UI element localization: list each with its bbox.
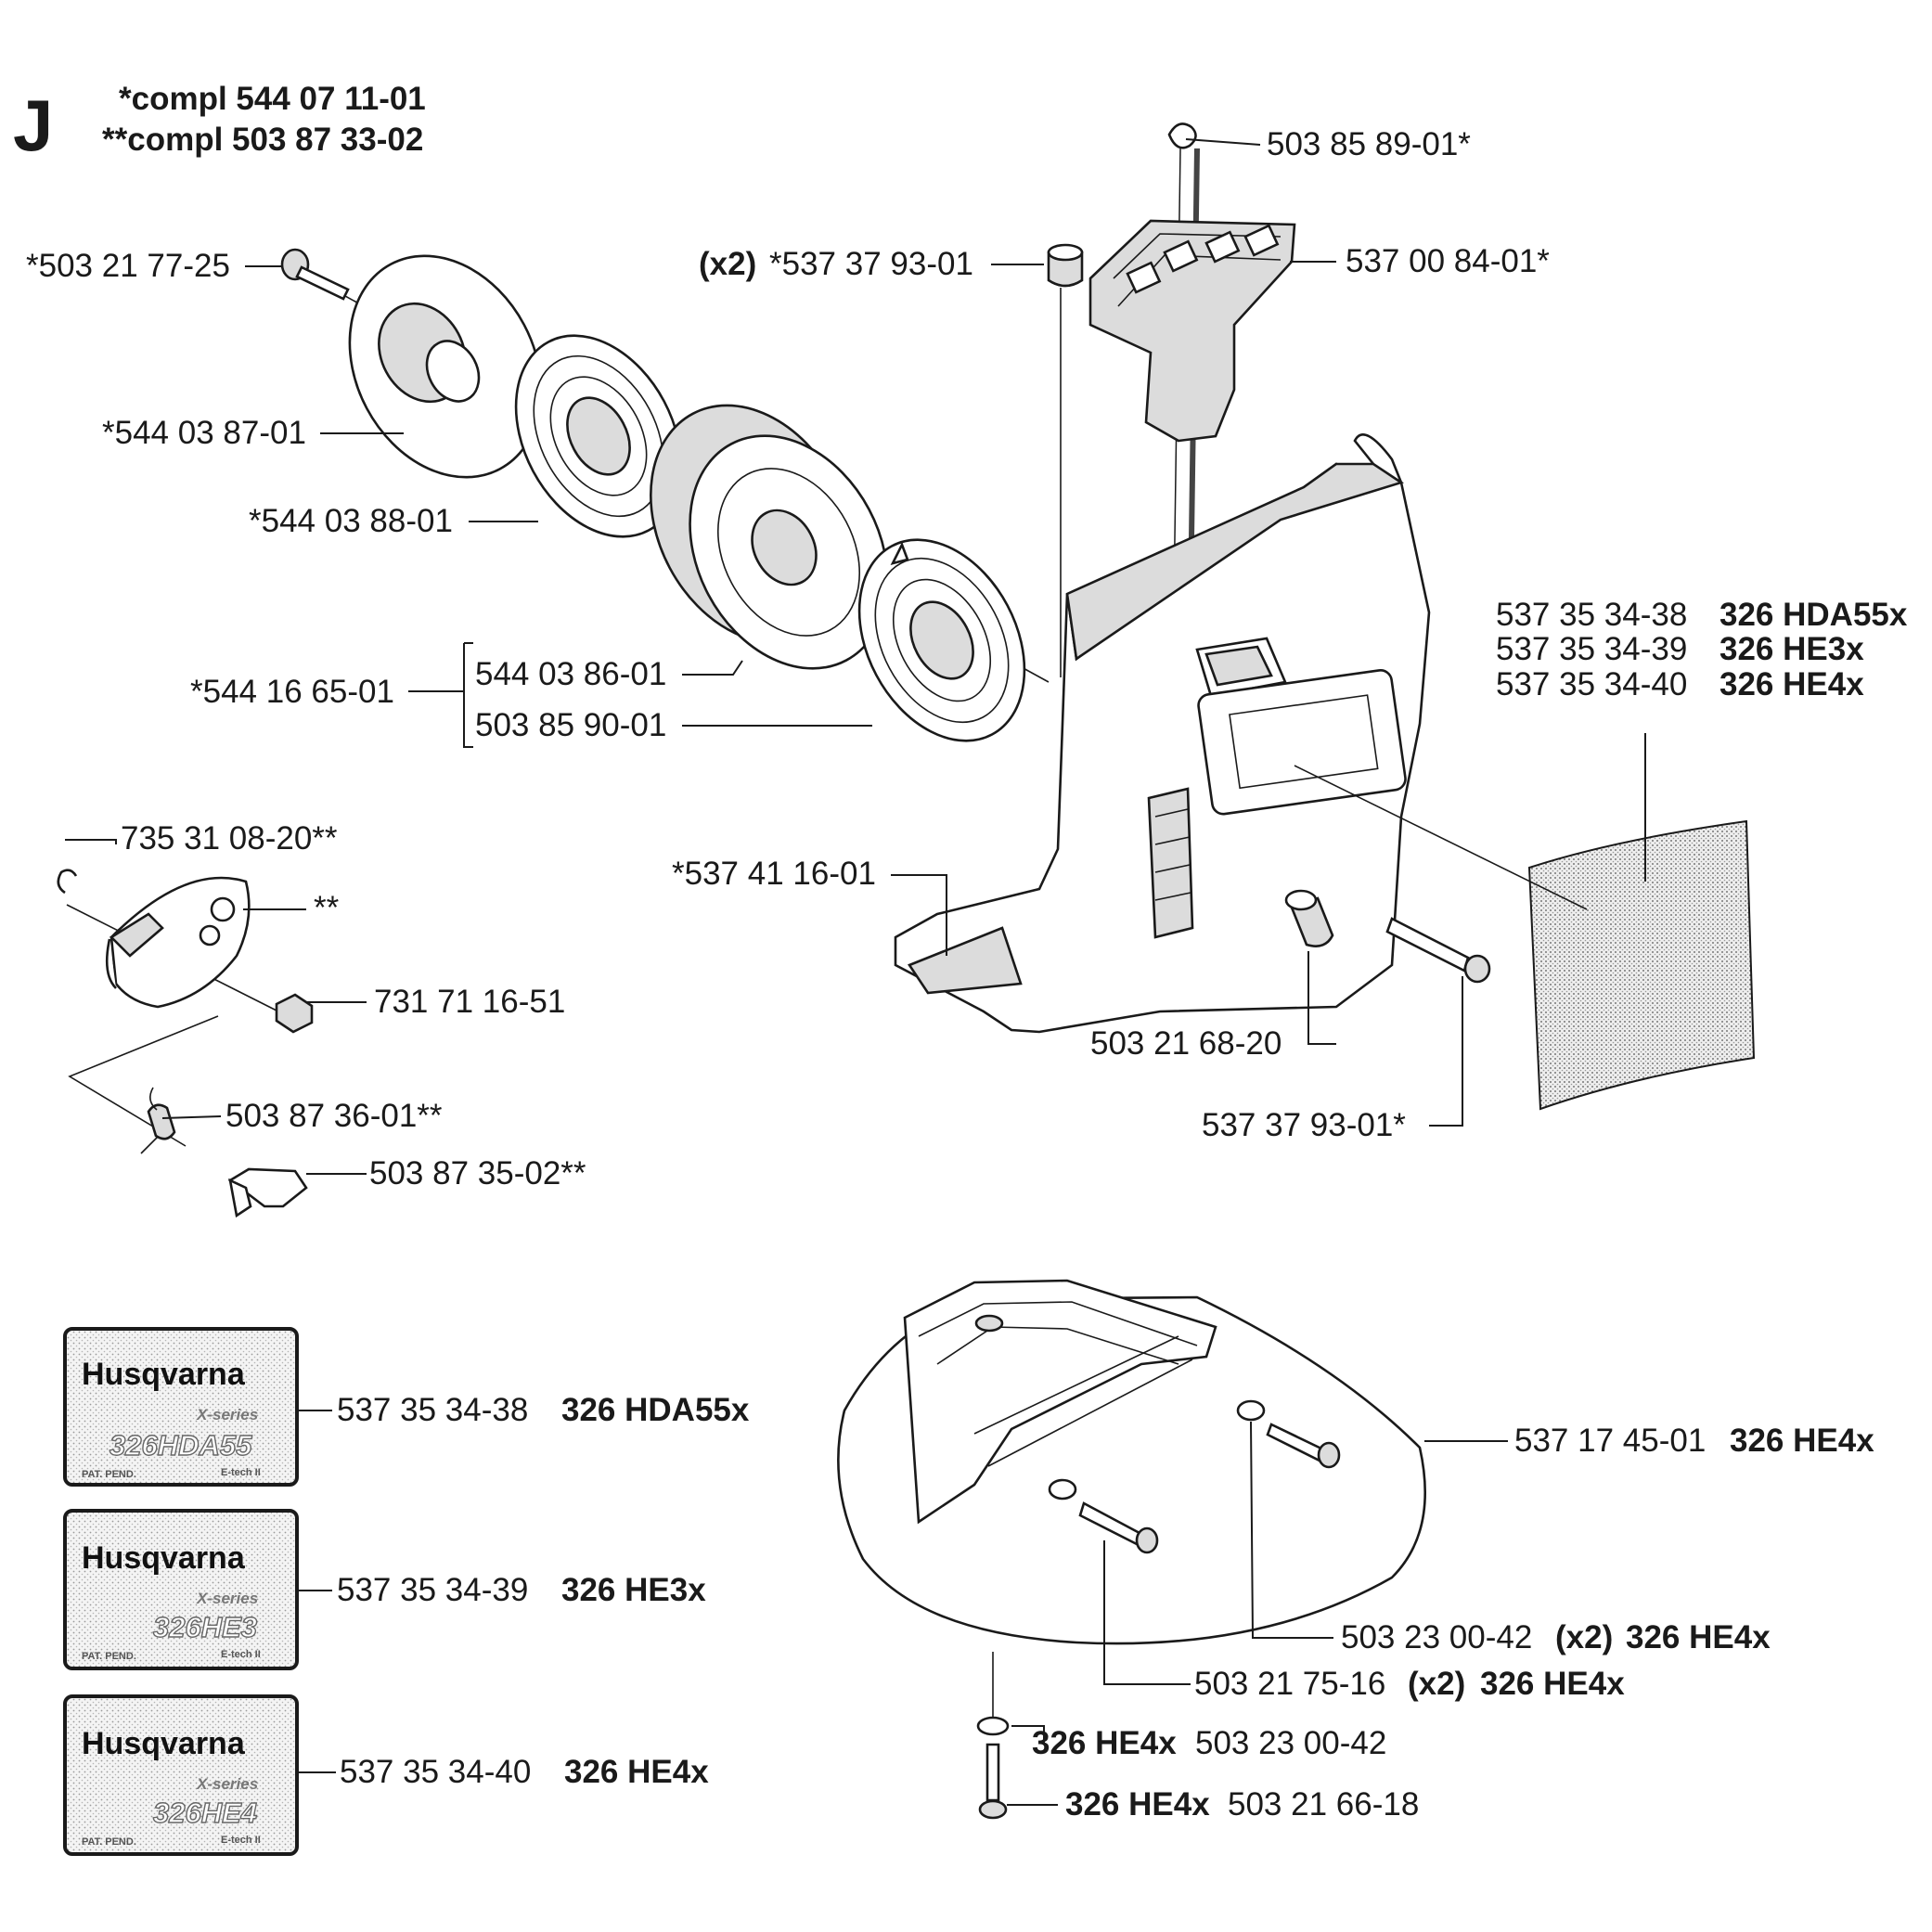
label-537-37-93-01-cap: *537 37 93-01 <box>769 246 973 282</box>
label-decal-40-part: 537 35 34-40 <box>340 1754 531 1790</box>
assembly-label-1: *compl 544 07 11-01 <box>119 81 426 117</box>
decal-model-39: 326HE3 <box>153 1611 257 1643</box>
label-544-16-65-01: *544 16 65-01 <box>190 674 394 710</box>
label-537-35-34-38-top: 537 35 34-38 <box>1496 597 1687 633</box>
decal-model-40: 326HE4 <box>153 1797 257 1829</box>
decal-tech-40: E-tech II <box>221 1835 261 1846</box>
label-503-21-75-16: 503 21 75-16 <box>1194 1666 1385 1702</box>
decal-series-38: X-series <box>196 1406 258 1423</box>
label-503-87-36-01: 503 87 36-01** <box>225 1098 443 1134</box>
pawl-icon <box>227 1167 308 1208</box>
leader-lines <box>65 138 1646 1806</box>
label-503-23-00-42-qty: (x2) <box>1555 1619 1613 1655</box>
label-537-37-93-01-bolt: 537 37 93-01* <box>1202 1107 1406 1143</box>
decal-brand-40: Husqvarna <box>82 1726 246 1761</box>
nut-icon <box>275 993 314 1034</box>
sleeve-and-bolt <box>1284 889 1491 984</box>
label-537-00-84-01: 537 00 84-01* <box>1346 243 1550 279</box>
starter-housing <box>894 433 1431 1034</box>
label-decal-40-model: 326 HE4x <box>564 1754 709 1790</box>
cap-sleeve <box>1047 243 1084 677</box>
pulley-assembly <box>280 248 1050 742</box>
decal-pat-39: PAT. PEND. <box>82 1651 136 1662</box>
label-model-he4x-top: 326 HE4x <box>1719 666 1864 702</box>
label-503-23-00-42-model: 326 HE4x <box>1626 1619 1771 1655</box>
decal-pat-40: PAT. PEND. <box>82 1836 136 1848</box>
label-model-hda55x-top: 326 HDA55x <box>1719 597 1908 633</box>
guard-assembly <box>837 1279 1426 1820</box>
label-decal-38-part: 537 35 34-38 <box>337 1392 528 1428</box>
decal-model-38: 326HDA55 <box>109 1429 252 1462</box>
label-guard-model: 326 HE4x <box>1730 1423 1874 1459</box>
label-qty-x2: (x2) <box>699 246 756 282</box>
label-decal-39-model: 326 HE3x <box>561 1572 706 1608</box>
label-544-03-87-01: *544 03 87-01 <box>102 415 306 451</box>
section-letter: J <box>13 84 53 166</box>
decal-tech-39: E-tech II <box>221 1649 261 1660</box>
label-washer-part: 503 23 00-42 <box>1195 1725 1386 1761</box>
decal-tech-38: E-tech II <box>221 1467 261 1478</box>
label-503-23-00-42-x2: 503 23 00-42 <box>1341 1619 1532 1655</box>
decal-pat-38: PAT. PEND. <box>82 1469 136 1480</box>
pawl-group <box>57 869 314 1218</box>
decal-40: Husqvarna X-series 326HE4 PAT. PEND. E-t… <box>63 1694 299 1856</box>
label-503-21-75-16-qty: (x2) <box>1408 1666 1465 1702</box>
label-decal-38-model: 326 HDA55x <box>561 1392 750 1428</box>
label-503-21-77-25: *503 21 77-25 <box>26 248 230 284</box>
label-735-31-08-20: 735 31 08-20** <box>121 820 338 857</box>
label-503-87-35-02: 503 87 35-02** <box>369 1155 586 1191</box>
assembly-label-2: **compl 503 87 33-02 <box>102 122 423 158</box>
part-labels: 503 85 89-01* (x2) *537 37 93-01 537 00 … <box>26 126 1908 1823</box>
label-decal-39-part: 537 35 34-39 <box>337 1572 528 1608</box>
label-screw-model: 326 HE4x <box>1065 1786 1210 1823</box>
decal-series-40: X-series <box>196 1775 258 1793</box>
label-503-85-90-01: 503 85 90-01 <box>475 707 666 743</box>
label-model-he3x-top: 326 HE3x <box>1719 631 1864 667</box>
label-503-21-75-16-model: 326 HE4x <box>1480 1666 1625 1702</box>
mesh-decal-patch <box>1527 819 1756 1111</box>
label-731-71-16-51: 731 71 16-51 <box>374 984 565 1020</box>
rope-end-clip-icon <box>1167 122 1197 149</box>
label-503-21-68-20: 503 21 68-20 <box>1090 1025 1282 1062</box>
decal-series-39: X-series <box>196 1590 258 1607</box>
decal-brand-39: Husqvarna <box>82 1540 246 1576</box>
label-537-41-16-01: *537 41 16-01 <box>672 856 876 892</box>
decal-brand-38: Husqvarna <box>82 1357 246 1392</box>
label-544-03-86-01: 544 03 86-01 <box>475 656 666 692</box>
label-washer-model: 326 HE4x <box>1032 1725 1177 1761</box>
label-537-35-34-39-top: 537 35 34-39 <box>1496 631 1687 667</box>
decal-38: Husqvarna X-series 326HDA55 PAT. PEND. E… <box>63 1327 299 1487</box>
label-pawl-housing: ** <box>314 890 340 926</box>
label-544-03-88-01: *544 03 88-01 <box>249 503 453 539</box>
pawl-spring-icon <box>147 1103 176 1140</box>
label-537-17-45-01: 537 17 45-01 <box>1514 1423 1706 1459</box>
label-537-35-34-40-top: 537 35 34-40 <box>1496 666 1687 702</box>
label-screw-part: 503 21 66-18 <box>1228 1786 1419 1823</box>
circlip-icon <box>57 869 78 895</box>
decal-39: Husqvarna X-series 326HE3 PAT. PEND. E-t… <box>63 1509 299 1670</box>
label-503-85-89-01: 503 85 89-01* <box>1267 126 1471 162</box>
